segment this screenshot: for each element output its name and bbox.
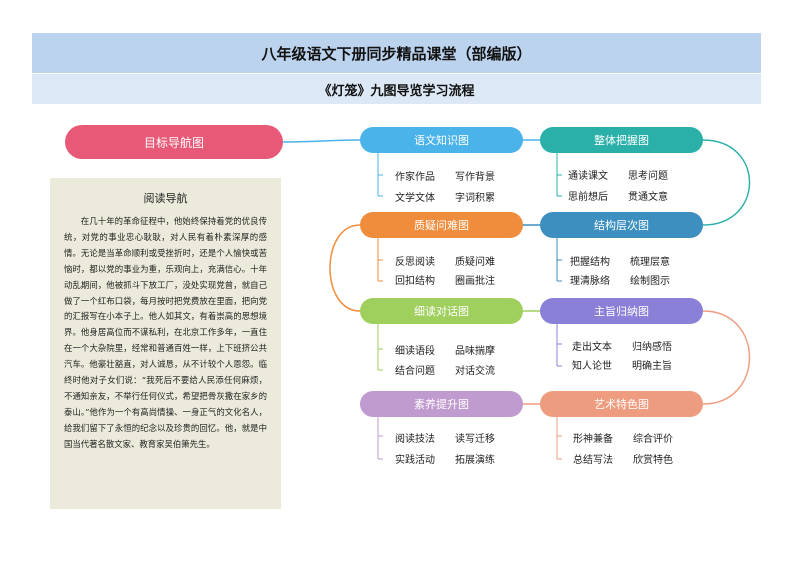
course-title: 八年级语文下册同步精品课堂（部编版） xyxy=(261,44,532,63)
reading-guide-body: 在几十年的革命征程中，他始终保持着党的优良传统，对党的事业忠心耿耿，对人民有着朴… xyxy=(64,216,267,449)
lesson-subtitle-banner: 《灯笼》九图导览学习流程 xyxy=(32,74,761,104)
bracket-n1 xyxy=(377,153,383,197)
connector-n3-n5 xyxy=(329,224,361,312)
node-item: 综合评价 xyxy=(633,434,673,445)
node-label: 素养提升图 xyxy=(414,398,469,411)
node-close-reading: 细读对话图 xyxy=(360,298,523,324)
node-item: 思考问题 xyxy=(628,171,668,182)
connector-n2-n4 xyxy=(702,139,751,226)
node-item: 知人论世 xyxy=(572,361,612,372)
node-item: 实践活动 xyxy=(395,455,435,466)
node-overall-grasp: 整体把握图 xyxy=(540,127,703,153)
node-item: 思前想后 xyxy=(568,192,608,203)
node-item: 把握结构 xyxy=(570,257,610,268)
lesson-subtitle: 《灯笼》九图导览学习流程 xyxy=(318,83,475,99)
node-item: 欣赏特色 xyxy=(633,455,673,466)
goal-label: 目标导航图 xyxy=(143,135,204,150)
node-item: 结合问题 xyxy=(395,366,435,377)
node-theme-summary: 主旨归纳图 xyxy=(540,298,703,324)
node-item: 走出文本 xyxy=(572,342,612,353)
node-item: 文学文体 xyxy=(395,193,435,204)
node-item: 细读语段 xyxy=(395,346,435,357)
node-item: 绘制图示 xyxy=(630,276,670,287)
node-item: 圈画批注 xyxy=(455,276,495,287)
node-label: 主旨归纳图 xyxy=(594,305,649,318)
node-chinese-knowledge: 语文知识图 xyxy=(360,127,523,153)
node-questioning: 质疑问难图 xyxy=(360,212,523,238)
node-item: 理清脉络 xyxy=(570,276,610,287)
node-literacy-improvement: 素养提升图 xyxy=(360,391,523,417)
node-item: 作家作品 xyxy=(395,172,435,183)
node-label: 整体把握图 xyxy=(594,134,649,147)
bracket-n8 xyxy=(556,417,562,460)
node-label: 结构层次图 xyxy=(594,219,649,232)
node-label: 细读对话图 xyxy=(414,305,469,318)
node-item: 梳理层意 xyxy=(630,257,670,268)
course-title-banner: 八年级语文下册同步精品课堂（部编版） xyxy=(32,33,761,73)
bracket-n2 xyxy=(556,153,562,197)
node-item: 质疑问难 xyxy=(455,257,495,268)
node-item: 阅读技法 xyxy=(395,434,435,445)
node-item: 通读课文 xyxy=(568,171,608,182)
node-item: 形神兼备 xyxy=(573,434,613,445)
node-artistic-features: 艺术特色图 xyxy=(540,391,703,417)
bracket-n7 xyxy=(377,417,383,460)
node-label: 质疑问难图 xyxy=(414,219,469,232)
node-item: 明确主旨 xyxy=(632,361,672,372)
node-label: 艺术特色图 xyxy=(594,398,649,411)
node-item: 字词积累 xyxy=(455,193,495,204)
node-item: 反思阅读 xyxy=(395,257,435,268)
reading-guide-panel: 阅读导航 在几十年的革命征程中，他始终保持着党的优良传统，对党的事业忠心耿耿，对… xyxy=(50,178,281,509)
node-label: 语文知识图 xyxy=(414,134,469,147)
node-item: 贯通文意 xyxy=(628,192,668,203)
node-item: 对话交流 xyxy=(455,366,495,377)
connector-n6-n8 xyxy=(702,310,751,405)
node-item: 品味揣摩 xyxy=(455,346,495,357)
reading-guide-title: 阅读导航 xyxy=(143,192,188,205)
node-item: 读写迁移 xyxy=(455,434,495,445)
node-item: 回扣结构 xyxy=(395,276,435,287)
node-structure: 结构层次图 xyxy=(540,212,703,238)
node-item: 写作背景 xyxy=(455,172,495,183)
bracket-n6 xyxy=(556,324,562,367)
node-item: 拓展演练 xyxy=(455,455,495,466)
node-item: 总结写法 xyxy=(573,455,613,466)
bracket-n5 xyxy=(377,324,383,371)
node-item: 归纳感悟 xyxy=(632,342,672,353)
goal-navigation-node: 目标导航图 xyxy=(65,125,283,159)
bracket-n4 xyxy=(556,238,562,282)
bracket-n3 xyxy=(377,238,383,282)
connector-goal-n1 xyxy=(282,139,361,143)
